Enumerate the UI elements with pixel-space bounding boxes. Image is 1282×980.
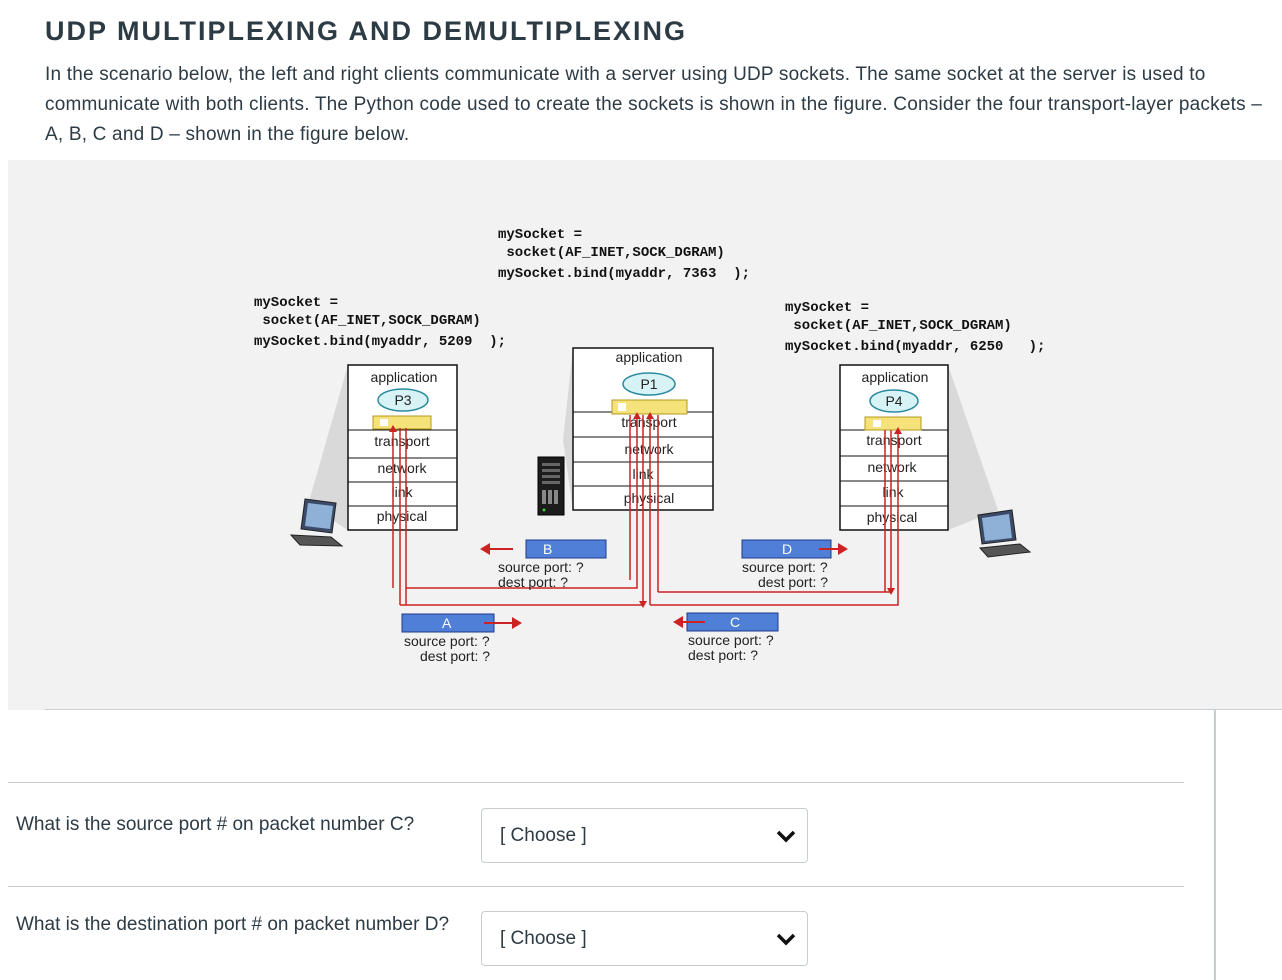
packet-d: D source port: ? dest port: ? <box>741 539 848 590</box>
question-2-select[interactable]: [ Choose ] <box>481 911 808 966</box>
selected-value: [ Choose ] <box>500 825 587 846</box>
svg-text:mySocket.bind(myaddr, 5209 );: mySocket.bind(myaddr, 5209 ); <box>254 334 506 350</box>
right-protocol-stack: application P4 transport network link ph… <box>839 364 949 531</box>
divider <box>8 782 1184 783</box>
divider <box>8 886 1184 887</box>
page-title: UDP MULTIPLEXING AND DEMULTIPLEXING <box>45 16 688 46</box>
server-icon <box>537 456 565 516</box>
svg-text:source port: ?: source port: ? <box>742 559 828 575</box>
svg-text:source port: ?: source port: ? <box>404 633 490 649</box>
svg-text:mySocket =: mySocket = <box>254 295 338 311</box>
svg-text:transport: transport <box>374 433 429 449</box>
svg-text:P3: P3 <box>394 392 411 408</box>
svg-text:physical: physical <box>377 508 428 524</box>
svg-text:mySocket =: mySocket = <box>785 300 869 316</box>
svg-text:dest port: ?: dest port: ? <box>420 648 490 664</box>
question-2-text: What is the destination port # on packet… <box>16 914 450 935</box>
svg-text:A: A <box>442 615 452 631</box>
left-protocol-stack: application P3 transport network link ph… <box>347 364 458 531</box>
svg-text:network: network <box>867 459 917 475</box>
laptop-icon <box>289 498 344 547</box>
chevron-down-icon <box>776 933 796 946</box>
packet-b: B source port: ? dest port: ? <box>480 539 607 590</box>
svg-text:mySocket =: mySocket = <box>498 227 582 243</box>
svg-text:socket(AF_INET,SOCK_DGRAM): socket(AF_INET,SOCK_DGRAM) <box>785 318 1012 334</box>
udp-diagram: mySocket = socket(AF_INET,SOCK_DGRAM) my… <box>8 160 1282 710</box>
laptop-icon-right <box>977 509 1032 558</box>
svg-text:socket(AF_INET,SOCK_DGRAM): socket(AF_INET,SOCK_DGRAM) <box>498 245 725 261</box>
svg-text:transport: transport <box>866 432 921 448</box>
svg-text:source port: ?: source port: ? <box>688 632 774 648</box>
svg-text:link: link <box>391 484 413 500</box>
svg-text:dest port: ?: dest port: ? <box>498 574 568 590</box>
svg-text:B: B <box>543 541 552 557</box>
chevron-down-icon <box>776 830 796 843</box>
divider <box>45 709 1282 710</box>
svg-text:mySocket.bind(myaddr, 7363 );: mySocket.bind(myaddr, 7363 ); <box>498 266 750 282</box>
svg-text:P1: P1 <box>640 376 657 392</box>
packet-c: C source port: ? dest port: ? <box>673 612 779 663</box>
divider <box>1214 710 1216 980</box>
svg-text:application: application <box>371 369 438 385</box>
svg-text:link: link <box>882 484 904 500</box>
svg-text:network: network <box>377 460 427 476</box>
svg-text:socket(AF_INET,SOCK_DGRAM): socket(AF_INET,SOCK_DGRAM) <box>254 313 481 329</box>
question-1-text: What is the source port # on packet numb… <box>16 814 415 835</box>
svg-text:dest port: ?: dest port: ? <box>758 574 828 590</box>
packet-a: A source port: ? dest port: ? <box>401 613 522 664</box>
intro-text: In the scenario below, the left and righ… <box>45 64 1263 145</box>
svg-text:application: application <box>862 369 929 385</box>
svg-text:P4: P4 <box>885 393 902 409</box>
question-1-select[interactable]: [ Choose ] <box>481 808 808 863</box>
svg-text:mySocket.bind(myaddr, 6250 ): mySocket.bind(myaddr, 6250 ); <box>785 339 1045 355</box>
svg-text:physical: physical <box>867 509 918 525</box>
svg-text:dest port: ?: dest port: ? <box>688 647 758 663</box>
svg-text:application: application <box>616 349 683 365</box>
svg-text:C: C <box>730 614 740 630</box>
svg-text:physical: physical <box>624 490 675 506</box>
svg-text:source port: ?: source port: ? <box>498 559 584 575</box>
selected-value: [ Choose ] <box>500 928 587 949</box>
server-code: mySocket = socket(AF_INET,SOCK_DGRAM) my… <box>498 227 750 282</box>
left-client-code: mySocket = socket(AF_INET,SOCK_DGRAM) my… <box>254 295 506 350</box>
svg-text:D: D <box>782 541 792 557</box>
right-client-code: mySocket = socket(AF_INET,SOCK_DGRAM) my… <box>785 300 1045 355</box>
